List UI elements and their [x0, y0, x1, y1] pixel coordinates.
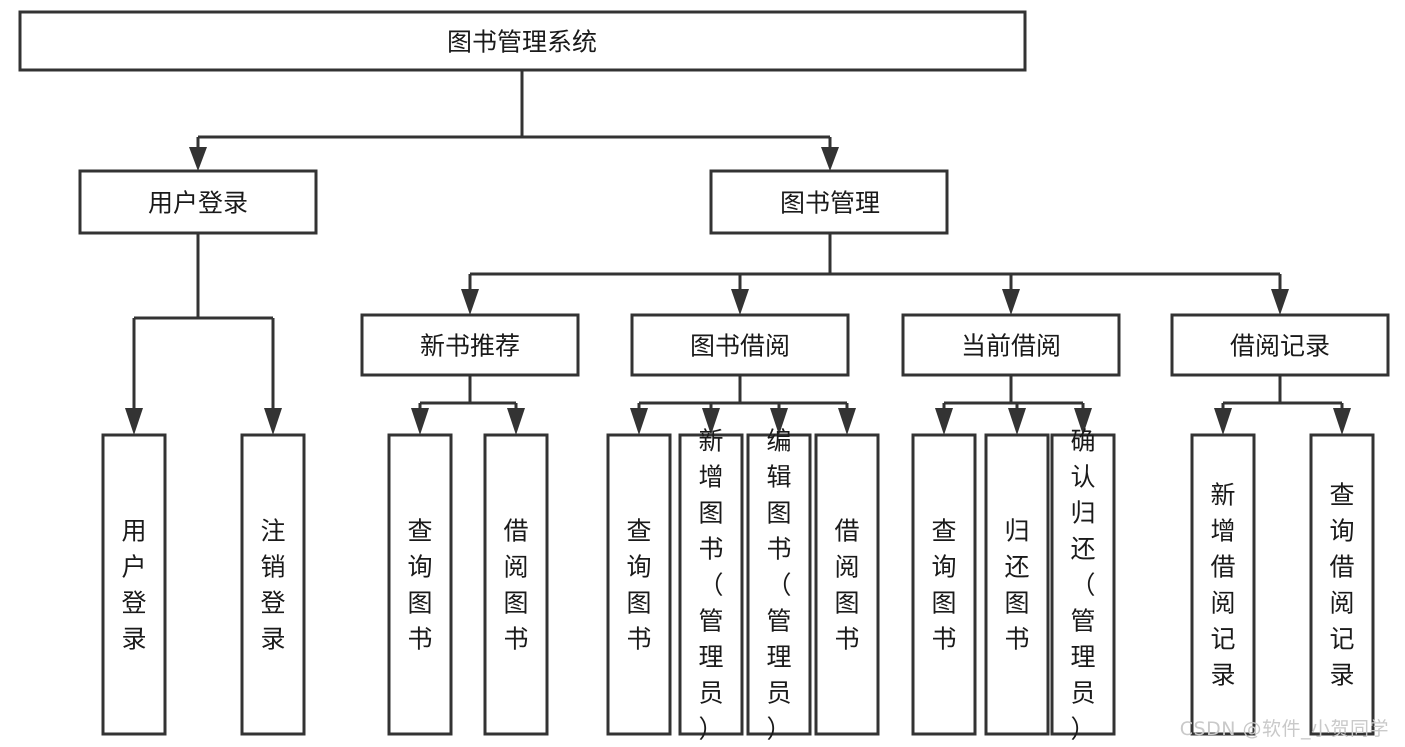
node-leaf-return-book[interactable]: 归还图书 — [984, 433, 1050, 736]
node-book-borrow-label: 图书借阅 — [690, 332, 790, 361]
node-leaf-borrow-book-1[interactable]: 借阅图书 — [483, 433, 549, 736]
arrowhead-leaf-return-book — [1008, 408, 1026, 435]
arrowhead-leaf-add-record — [1214, 408, 1232, 435]
node-leaf-add-record[interactable]: 新增借阅记录 — [1190, 433, 1256, 736]
node-book-borrow[interactable]: 图书借阅 — [630, 313, 850, 377]
node-leaf-add-book-label: 新增图书（管理员） — [698, 427, 723, 744]
node-leaf-query-book-3[interactable]: 查询图书 — [911, 433, 977, 736]
node-leaf-borrow-book-2[interactable]: 借阅图书 — [814, 433, 880, 736]
node-root-box[interactable] — [18, 10, 1027, 72]
node-leaf-add-book[interactable]: 新增图书（管理员） — [678, 427, 744, 744]
node-new-book-recommend[interactable]: 新书推荐 — [360, 313, 580, 377]
node-leaf-user-logout[interactable]: 注销登录 — [240, 433, 306, 736]
arrowhead-leaf-user-login — [125, 408, 143, 435]
node-leaf-confirm-return[interactable]: 确认归还（管理员） — [1050, 427, 1116, 744]
node-borrow-record[interactable]: 借阅记录 — [1170, 313, 1390, 377]
node-root-label: 图书管理系统 — [447, 28, 597, 57]
arrowhead-borrow-record — [1271, 289, 1289, 315]
node-leaf-query-book-2[interactable]: 查询图书 — [606, 433, 672, 736]
arrowhead-current-borrow — [1002, 289, 1020, 315]
node-leaf-user-logout-box[interactable] — [240, 433, 306, 736]
node-leaf-query-book-3-label: 查询图书 — [931, 517, 956, 654]
node-user-login-box[interactable] — [78, 169, 318, 235]
node-leaf-query-book-1-label: 查询图书 — [407, 517, 432, 654]
node-book-manage-box[interactable] — [709, 169, 949, 235]
node-leaf-query-record[interactable]: 查询借阅记录 — [1309, 433, 1375, 736]
node-leaf-user-login[interactable]: 用户登录 — [101, 433, 167, 736]
node-leaf-borrow-book-1-label: 借阅图书 — [503, 517, 528, 654]
node-leaf-query-record-label: 查询借阅记录 — [1329, 481, 1354, 690]
node-leaf-add-record-label: 新增借阅记录 — [1210, 481, 1235, 690]
node-leaf-user-login-box[interactable] — [101, 433, 167, 736]
node-current-borrow-label: 当前借阅 — [961, 332, 1061, 361]
node-leaf-edit-book-box[interactable] — [746, 433, 812, 736]
arrowhead-leaf-confirm-return — [1074, 408, 1092, 435]
node-leaf-confirm-return-label: 确认归还（管理员） — [1070, 427, 1095, 744]
leaf-layer: 用户登录 注销登录 查询图书 借阅图书 查询图书 新增图书（管理员） 编辑图书（管理员） 借阅… — [101, 427, 1375, 744]
node-current-borrow[interactable]: 当前借阅 — [901, 313, 1121, 377]
node-borrow-record-label: 借阅记录 — [1230, 332, 1330, 361]
node-new-book-recommend-box[interactable] — [360, 313, 580, 377]
node-book-manage[interactable]: 图书管理 — [709, 169, 949, 235]
node-leaf-query-book-1[interactable]: 查询图书 — [387, 433, 453, 736]
node-leaf-borrow-book-1-box[interactable] — [483, 433, 549, 736]
arrowhead-leaf-query-book-3 — [935, 408, 953, 435]
arrowhead-new-book-recommend — [461, 289, 479, 315]
arrowhead-leaf-query-record — [1333, 408, 1351, 435]
node-user-login[interactable]: 用户登录 — [78, 169, 318, 235]
arrowhead-book-manage — [821, 147, 839, 171]
node-root[interactable]: 图书管理系统 — [18, 10, 1027, 72]
arrowhead-leaf-add-book — [702, 408, 720, 435]
arrowhead-leaf-query-book-2 — [630, 408, 648, 435]
node-leaf-query-book-3-box[interactable] — [911, 433, 977, 736]
arrowhead-leaf-user-logout — [264, 408, 282, 435]
node-new-book-recommend-label: 新书推荐 — [420, 332, 520, 361]
arrowhead-leaf-edit-book — [770, 408, 788, 435]
node-book-borrow-box[interactable] — [630, 313, 850, 377]
node-user-login-label: 用户登录 — [148, 189, 248, 218]
arrowhead-leaf-borrow-book-1 — [507, 408, 525, 435]
node-leaf-return-book-label: 归还图书 — [1004, 517, 1029, 654]
node-leaf-borrow-book-2-box[interactable] — [814, 433, 880, 736]
node-leaf-query-book-2-box[interactable] — [606, 433, 672, 736]
node-leaf-borrow-book-2-label: 借阅图书 — [834, 517, 859, 654]
node-leaf-query-record-box[interactable] — [1309, 433, 1375, 736]
arrowhead-leaf-borrow-book-2 — [838, 408, 856, 435]
connector-layer — [125, 70, 1351, 435]
arrowhead-book-borrow — [731, 289, 749, 315]
node-leaf-user-login-label: 用户登录 — [121, 517, 146, 654]
node-borrow-record-box[interactable] — [1170, 313, 1390, 377]
node-leaf-query-book-2-label: 查询图书 — [626, 517, 651, 654]
node-current-borrow-box[interactable] — [901, 313, 1121, 377]
arrowhead-user-login — [189, 147, 207, 171]
node-leaf-query-book-1-box[interactable] — [387, 433, 453, 736]
node-leaf-edit-book[interactable]: 编辑图书（管理员） — [746, 427, 812, 744]
node-leaf-user-logout-label: 注销登录 — [260, 517, 285, 654]
node-book-manage-label: 图书管理 — [780, 189, 880, 218]
node-leaf-add-book-box[interactable] — [678, 433, 744, 736]
node-leaf-confirm-return-box[interactable] — [1050, 433, 1116, 736]
node-leaf-edit-book-label: 编辑图书（管理员） — [766, 427, 791, 744]
node-leaf-return-book-box[interactable] — [984, 433, 1050, 736]
arrowhead-leaf-query-book-1 — [411, 408, 429, 435]
node-leaf-add-record-box[interactable] — [1190, 433, 1256, 736]
